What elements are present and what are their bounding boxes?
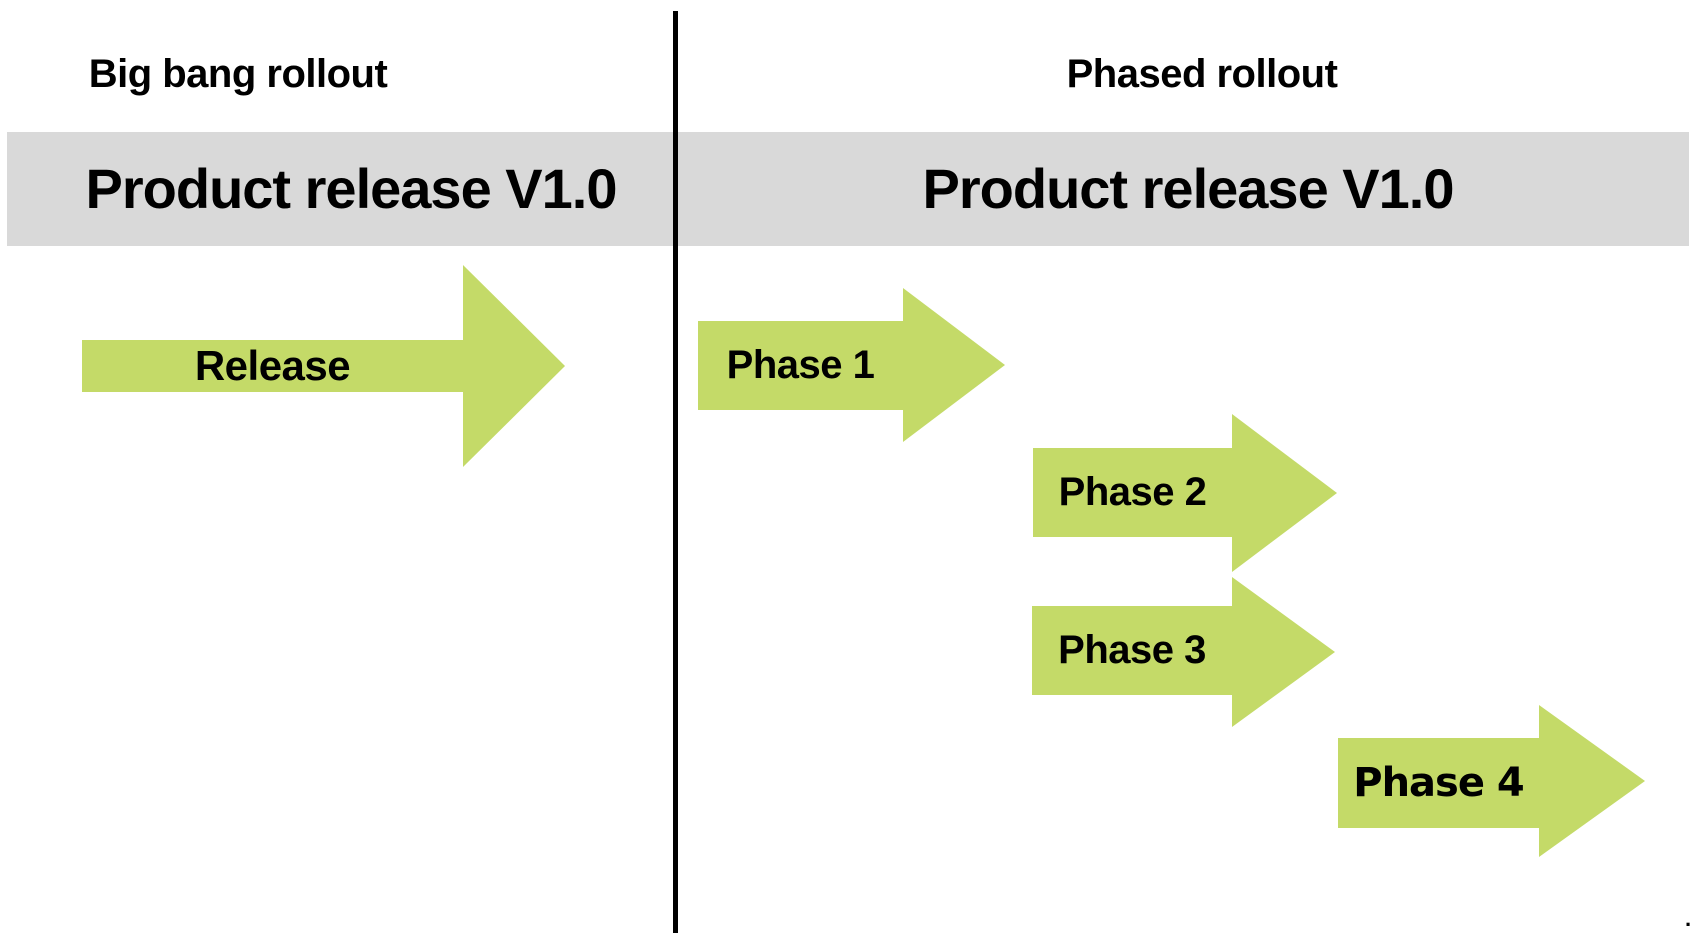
product-release-banner: Product release V1.0 Product release V1.… xyxy=(7,132,1689,246)
release-arrow-label: Release xyxy=(194,342,351,389)
phase-2-arrow-head xyxy=(1232,414,1337,572)
phase-2-arrow-shaft: Phase 2 xyxy=(1033,448,1232,537)
phase-3-arrow-shaft: Phase 3 xyxy=(1032,606,1232,695)
phase-3-arrow-head xyxy=(1232,577,1335,727)
phase-1-arrow-head xyxy=(903,288,1005,442)
panel-divider-line xyxy=(673,11,678,933)
big-bang-rollout-title: Big bang rollout xyxy=(88,52,388,96)
phase-4-arrow-head xyxy=(1539,705,1645,857)
phased-rollout-title: Phased rollout xyxy=(1066,52,1338,96)
phase-4-arrow: Phase 4 xyxy=(1338,705,1645,858)
phase-1-arrow-shaft: Phase 1 xyxy=(698,321,903,410)
phase-4-arrow-label: Phase 4 xyxy=(1353,760,1524,806)
phase-2-arrow: Phase 2 xyxy=(1033,414,1337,572)
stray-period-mark: . xyxy=(1684,906,1692,931)
right-banner-label: Product release V1.0 xyxy=(922,157,1455,220)
phase-1-arrow-label: Phase 1 xyxy=(726,343,875,387)
release-arrow-shaft: Release xyxy=(82,340,463,392)
phase-1-arrow: Phase 1 xyxy=(698,288,1005,443)
phase-2-arrow-label: Phase 2 xyxy=(1058,470,1207,514)
phase-3-arrow-label: Phase 3 xyxy=(1058,628,1206,672)
phase-4-arrow-shaft: Phase 4 xyxy=(1338,738,1539,828)
release-arrow: Release xyxy=(82,265,565,467)
release-arrow-head xyxy=(463,265,565,467)
phase-3-arrow: Phase 3 xyxy=(1032,577,1335,728)
left-banner-label: Product release V1.0 xyxy=(85,157,618,220)
